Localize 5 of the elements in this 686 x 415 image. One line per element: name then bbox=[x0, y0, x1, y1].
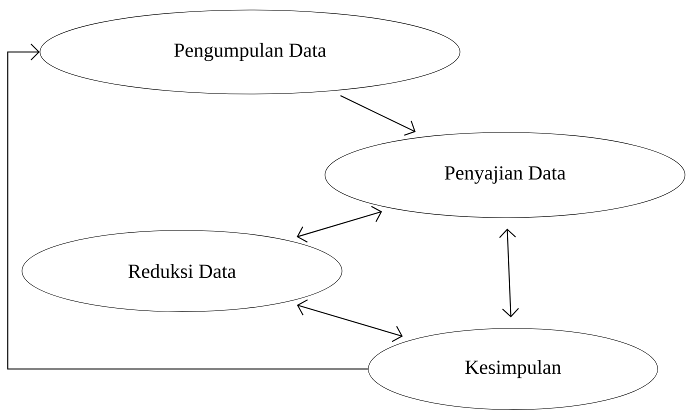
arrow bbox=[7, 44, 368, 370]
arrow bbox=[296, 299, 403, 342]
arrow bbox=[499, 228, 519, 318]
arrow bbox=[296, 206, 382, 243]
arrow bbox=[340, 95, 416, 136]
